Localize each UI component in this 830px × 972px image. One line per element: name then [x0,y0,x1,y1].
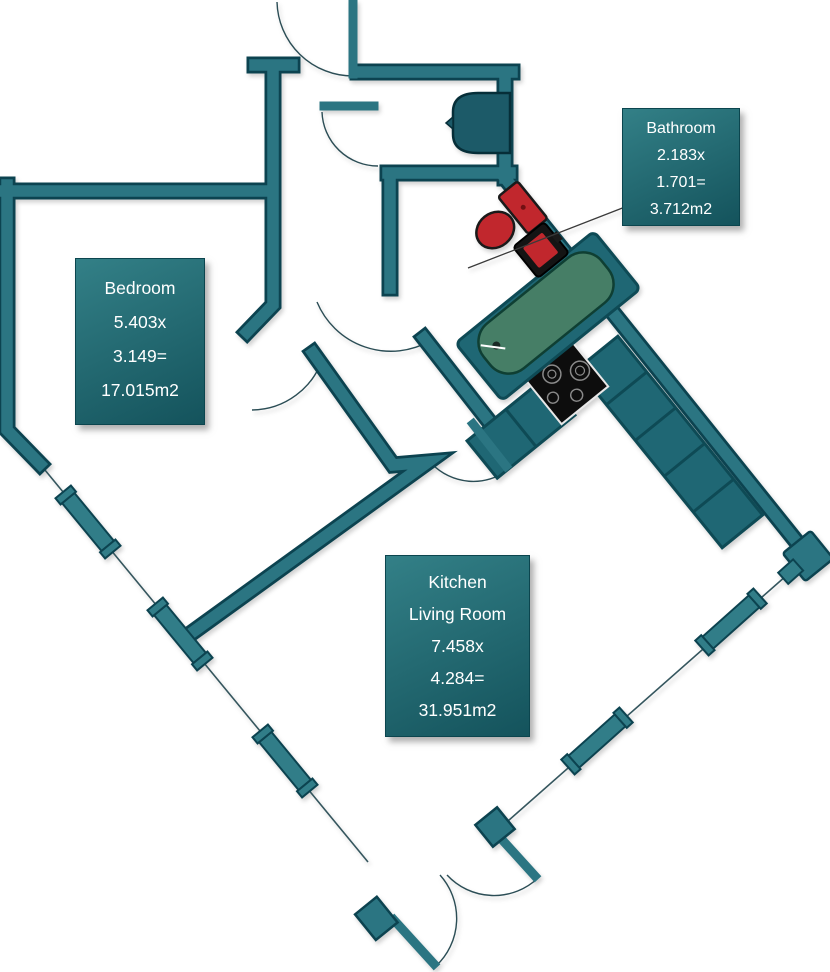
room-dimension: 2.183x [656,147,706,164]
bathroom-label-leader-line [467,206,626,269]
balcony-door-left-leaf [387,913,441,971]
toilet-bowl [475,210,516,250]
boiler-valve [444,115,454,131]
bathroom-door-arc [316,301,431,352]
entrance-door-arc [276,1,354,77]
boiler-tank [444,91,512,155]
walls [0,56,830,649]
room-area: 31.951m2 [418,700,497,720]
boiler-room-door-arc [321,111,379,167]
room-dimension: 4.284= [430,668,485,688]
door-arcs [251,1,539,967]
balcony-door-right-arc [446,874,539,897]
burner [569,360,591,381]
window [54,484,122,560]
sink [513,222,569,278]
room-label-bathroom: Bathroom 2.183x 1.701= 3.712m2 [622,108,740,226]
room-dimension: 3.149= [112,346,167,366]
room-name: Kitchen [428,572,487,592]
counter-run-right [575,334,765,550]
burner [569,388,584,402]
burner [542,364,562,384]
toilet [475,181,548,250]
window-end-stub [776,557,805,586]
burner [546,391,560,404]
room-name: Bedroom [104,278,176,298]
window [146,596,214,672]
kitchen-door-leaf [466,417,513,473]
balcony-door-hinge-blocks [353,805,517,942]
room-area: 3.712m2 [649,201,713,218]
balcony-door-left-arc [435,874,458,967]
window [559,706,635,776]
room-dimension: 7.458x [431,636,484,656]
room-name: Bathroom [646,120,716,137]
room-dimension: 5.403x [113,312,167,332]
windows [54,484,805,799]
window [693,587,769,657]
room-area: 17.015m2 [101,380,179,400]
room-name: Living Room [408,604,507,624]
room-dimension: 1.701= [656,174,706,191]
bathtub [456,232,640,400]
window [251,723,319,799]
room-label-bedroom: Bedroom 5.403x 3.149= 17.015m2 [75,258,205,425]
walls-fill [0,59,817,646]
room-label-kitchen-living-room: Kitchen Living Room 7.458x 4.284= 31.951… [385,555,530,737]
